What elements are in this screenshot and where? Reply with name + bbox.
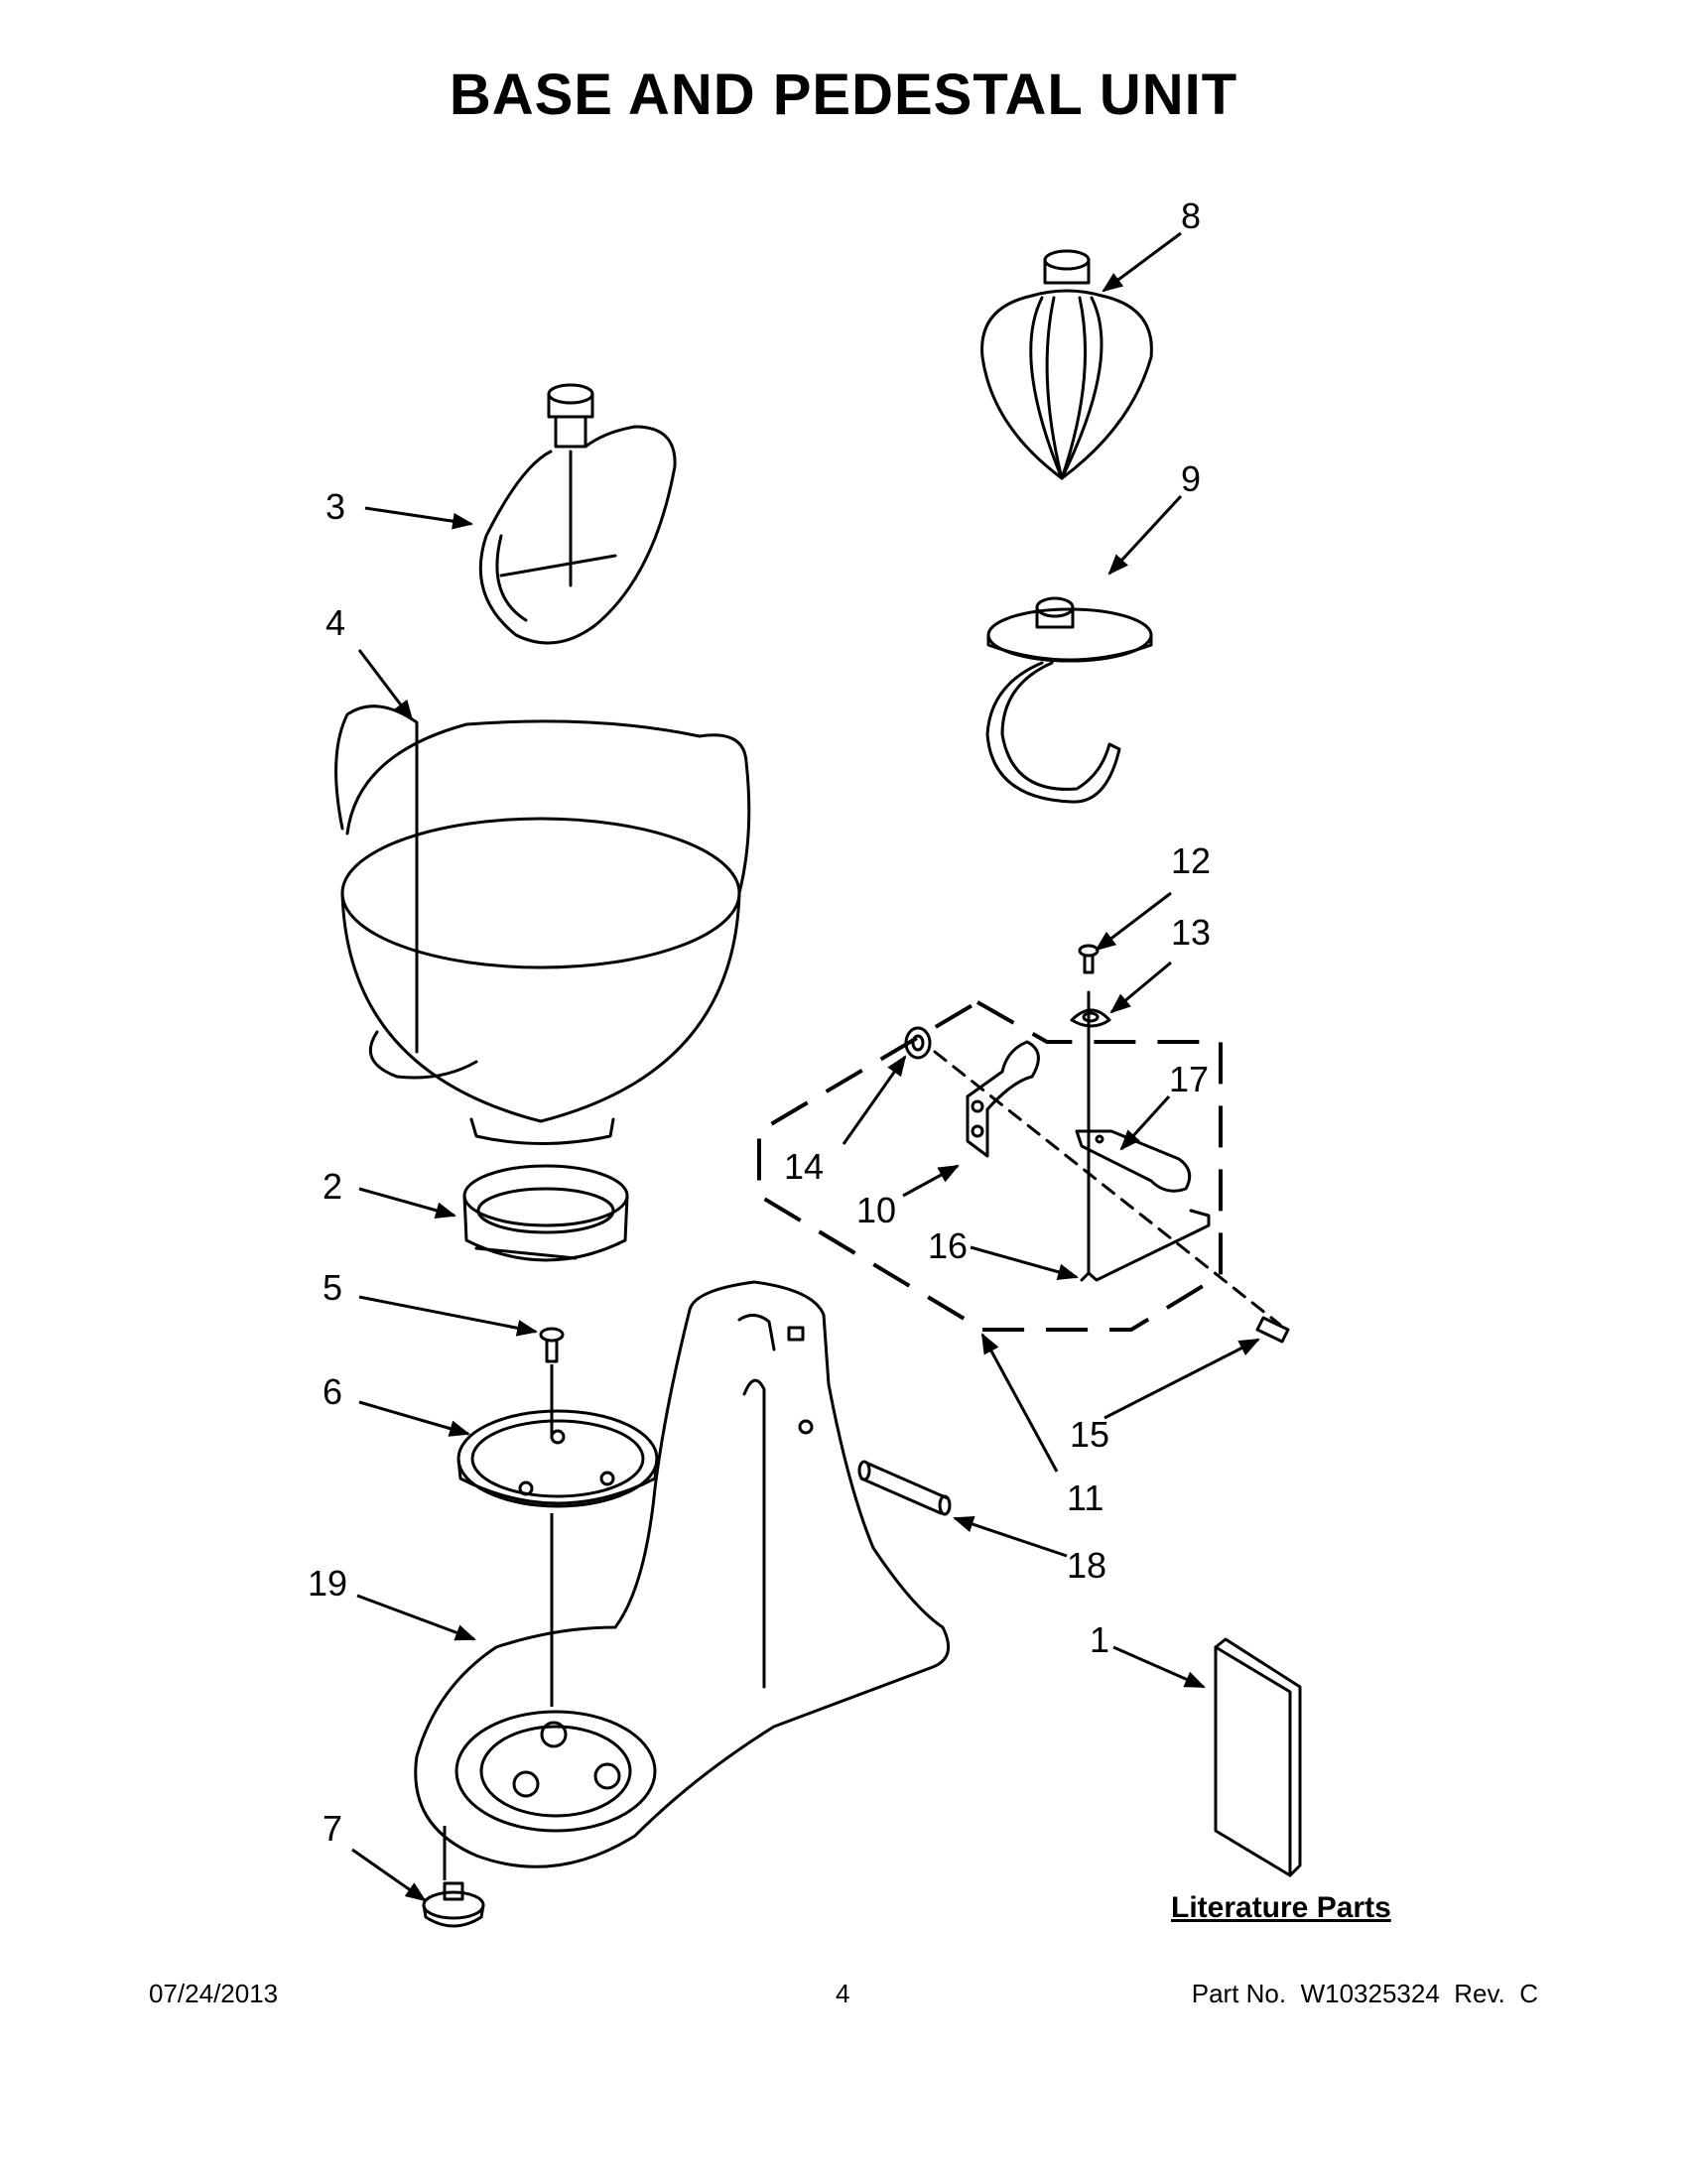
foot-drawing [422, 1881, 485, 1928]
footer-page-number: 4 [836, 1979, 850, 2008]
bowl-drawing [334, 705, 751, 1145]
callout-19: 19 [308, 1563, 347, 1604]
leader-11 [980, 1333, 1059, 1473]
clamping-ring-drawing [462, 1164, 629, 1262]
leader-5 [358, 1295, 539, 1337]
wire-whip-drawing [980, 249, 1153, 480]
leader-7 [351, 1848, 427, 1902]
leader-3 [364, 506, 474, 530]
base-plate-drawing [456, 1409, 659, 1508]
callout-8: 8 [1181, 195, 1201, 236]
leader-12 [1095, 891, 1172, 952]
leader-14 [842, 1055, 907, 1145]
leader-2 [358, 1187, 457, 1219]
callout-3: 3 [325, 486, 345, 527]
leader-17 [1119, 1094, 1171, 1151]
footer-date: 07/24/2013 [149, 1979, 279, 2008]
callout-15: 15 [1070, 1414, 1109, 1455]
callout-12: 12 [1171, 840, 1211, 881]
callout-7: 7 [323, 1808, 342, 1849]
leader-16 [970, 1245, 1080, 1280]
callout-18: 18 [1067, 1545, 1106, 1586]
callout-17: 17 [1169, 1059, 1209, 1099]
leader-6 [358, 1400, 471, 1437]
callout-14: 14 [784, 1146, 824, 1187]
callout-6: 6 [323, 1371, 342, 1412]
leader-9 [1107, 494, 1183, 576]
leader-10 [902, 1164, 960, 1198]
assembly-boundary [757, 999, 1223, 1332]
screw-drawing [539, 1327, 565, 1363]
callout-13: 13 [1171, 912, 1211, 953]
callout-5: 5 [323, 1267, 342, 1308]
callout-1: 1 [1090, 1619, 1109, 1660]
callout-11: 11 [1067, 1477, 1103, 1518]
dough-hook-drawing [985, 596, 1153, 804]
leader-15 [1103, 1338, 1260, 1420]
leader-4 [357, 649, 414, 721]
callout-4: 4 [325, 602, 345, 643]
flat-beater-drawing [478, 383, 677, 645]
literature-drawing [1214, 1637, 1302, 1877]
leader-13 [1109, 961, 1172, 1014]
callout-9: 9 [1181, 458, 1201, 499]
leader-18 [953, 1516, 1068, 1558]
literature-parts-label: Literature Parts [1171, 1891, 1391, 1924]
hinge-pin-drawing [857, 1460, 952, 1516]
footer-part-number: Part No. W10325324 Rev. C [1191, 1979, 1538, 2008]
callout-16: 16 [928, 1225, 968, 1266]
leader-19 [356, 1594, 476, 1641]
callout-10: 10 [856, 1190, 896, 1230]
callout-2: 2 [323, 1166, 342, 1207]
bowl-lift-assembly-drawing [904, 944, 1290, 1344]
leader-1 [1112, 1645, 1206, 1689]
page-title: BASE AND PEDESTAL UNIT [449, 63, 1238, 127]
pedestal-base-drawing [414, 1280, 951, 1868]
leader-8 [1102, 231, 1182, 293]
